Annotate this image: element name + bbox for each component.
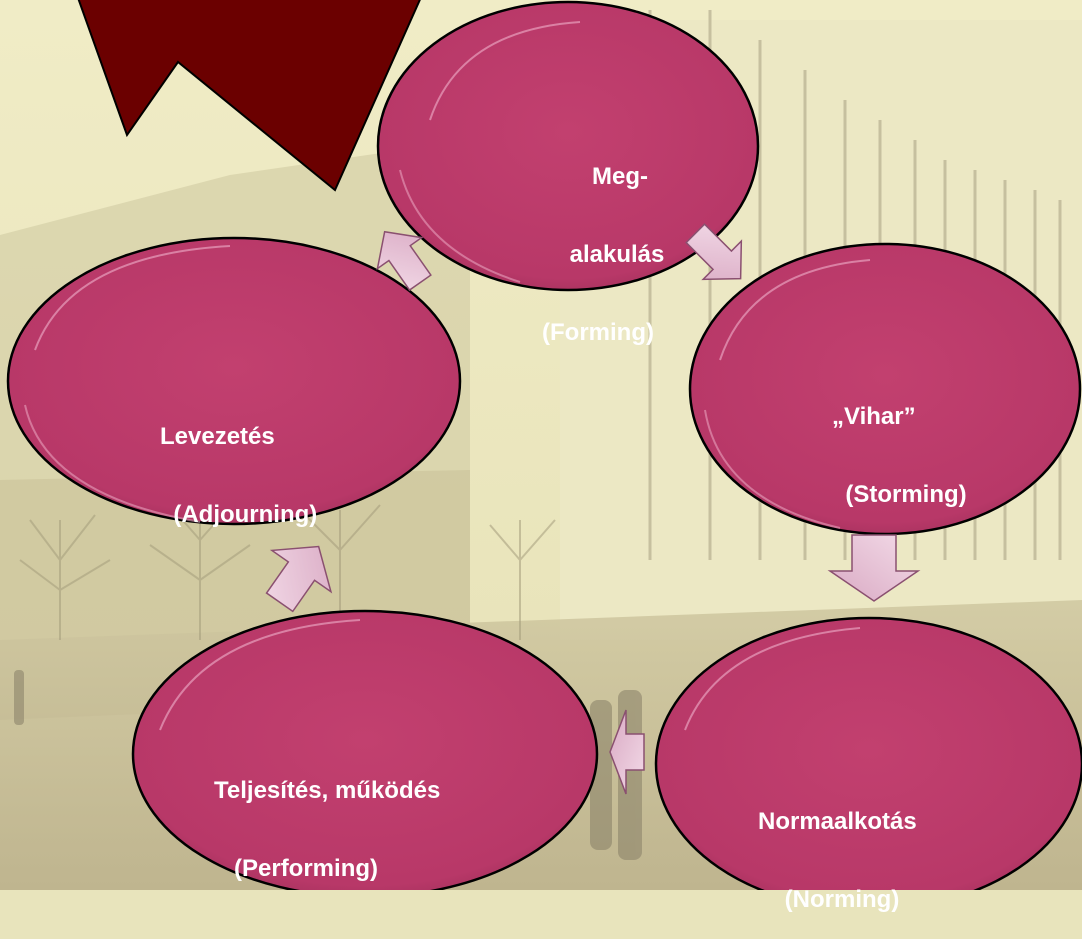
- stage-forming-line-1: Meg-: [592, 163, 648, 190]
- large-arrow-up-left-icon: [77, 0, 421, 192]
- stage-performing-line-2: (Performing): [214, 855, 379, 882]
- stage-forming-line-3: (Forming): [542, 319, 654, 346]
- stage-forming-text: Meg- alakulás (Forming): [523, 112, 673, 372]
- stage-storming-line-1: „Vihar”: [832, 403, 916, 430]
- arrow-right-down-icon: [685, 223, 743, 281]
- stage-norming-text: Normaalkotás (Norming): [758, 757, 988, 939]
- stage-storming-text: „Vihar” (Storming): [832, 352, 1032, 534]
- arrow-down-icon: [827, 534, 921, 602]
- stage-performing-text: Teljesítés, működés (Performing): [214, 726, 534, 908]
- stage-storming: [688, 242, 1082, 536]
- stage-forming: [376, 0, 760, 292]
- stage-performing: [131, 609, 599, 890]
- arrow-up-right-icon: [265, 545, 333, 613]
- stage-adjourning-line-1: Levezetés: [160, 423, 275, 450]
- arrow-up-left-icon: [376, 230, 432, 292]
- stage-performing-line-1: Teljesítés, működés: [214, 777, 441, 804]
- stage-adjourning-text: Levezetés (Adjourning): [160, 372, 390, 554]
- stage-adjourning: [6, 236, 462, 526]
- stage-norming-line-2: (Norming): [758, 886, 900, 913]
- stage-norming: [654, 616, 1082, 890]
- stage-adjourning-line-2: (Adjourning): [160, 501, 318, 528]
- stage-norming-line-1: Normaalkotás: [758, 808, 917, 835]
- stage-forming-line-2: alakulás: [569, 241, 665, 268]
- arrow-left-icon: [609, 709, 645, 795]
- stage-storming-line-2: (Storming): [832, 481, 967, 508]
- team-development-cycle-diagram: [6, 0, 1082, 890]
